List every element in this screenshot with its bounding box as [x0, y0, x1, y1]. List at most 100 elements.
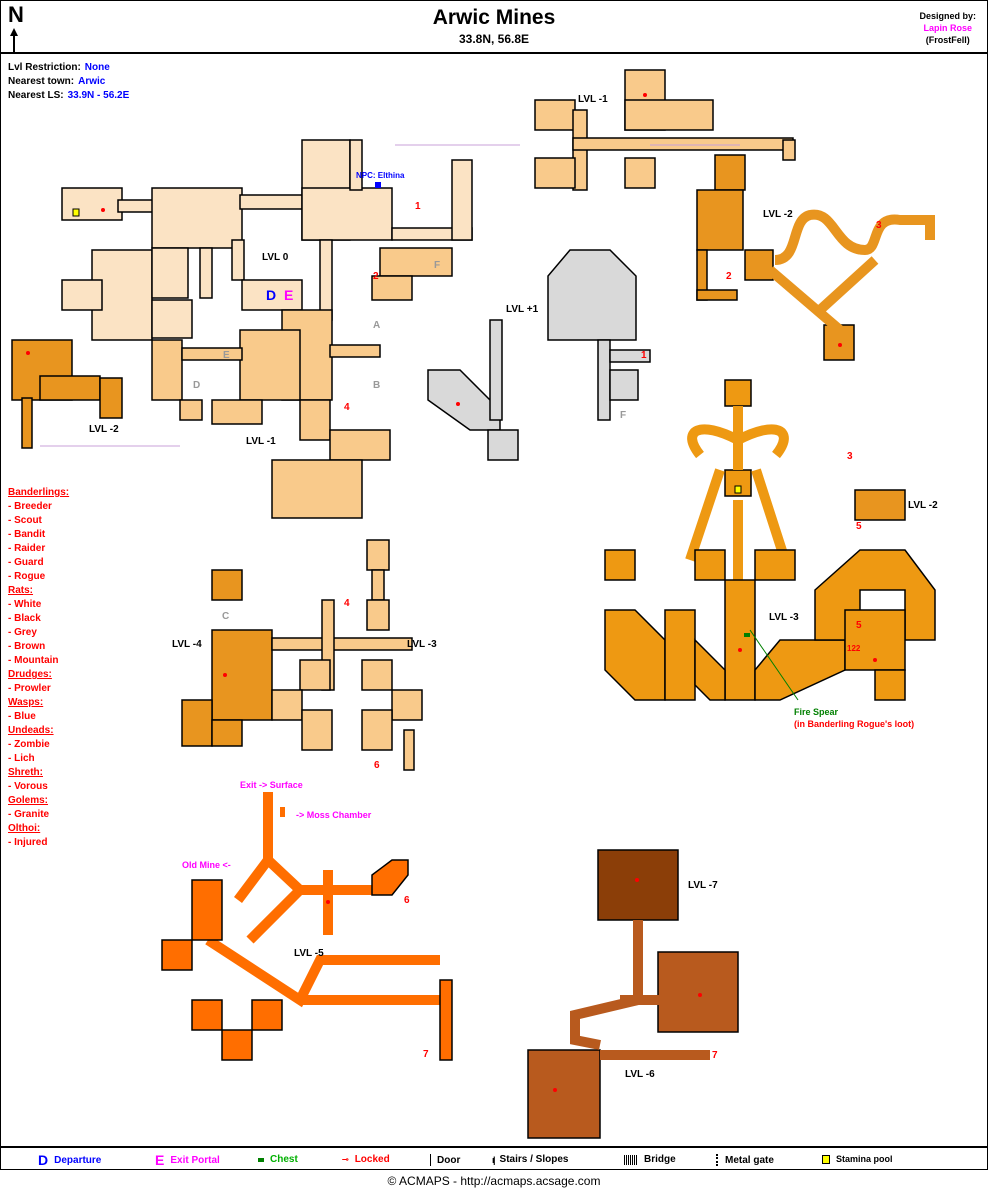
link-number: 1 [415, 201, 421, 212]
legend-label: Bridge [644, 1154, 676, 1165]
north-indicator: N [8, 2, 24, 60]
server-name: (FrostFell) [925, 35, 970, 45]
monster-category: Olthoi: [8, 823, 41, 834]
old-mine-label: Old Mine <- [182, 860, 231, 870]
level-link-arrows [40, 144, 740, 447]
lvl-m1-top-rooms [534, 69, 796, 191]
link-number: 4 [344, 598, 350, 609]
lvl-restriction-label: Lvl Restriction: [8, 62, 81, 73]
monster-item: - Breeder [8, 501, 52, 512]
legend-label: Departure [54, 1154, 102, 1166]
monster-spawn-dots [26, 93, 877, 1092]
key-icon: ⊸ [342, 1155, 349, 1164]
monster-item: - Brown [8, 641, 46, 652]
stamina-pool-icon [822, 1154, 830, 1164]
lvl-m1-left-rooms [151, 247, 453, 519]
legend-label: Metal gate [725, 1154, 774, 1166]
stamina-pool-icon [72, 208, 80, 217]
monster-item: - Blue [8, 711, 36, 722]
legend-locked: ⊸ Locked [342, 1154, 390, 1165]
lvl-m5-rooms [161, 792, 453, 1061]
monster-category: Banderlings: [8, 487, 70, 498]
stamina-pool-icon [734, 485, 742, 494]
level-label: LVL -2 [763, 209, 793, 220]
monster-category: Drudges: [8, 669, 52, 680]
level-label: LVL -1 [246, 436, 276, 447]
link-marker-c: C [222, 611, 229, 622]
level-label: LVL -5 [294, 948, 324, 959]
lvl-p1-rooms [427, 249, 651, 461]
lock-code: 122 [847, 644, 861, 653]
level-label: LVL -4 [172, 639, 202, 650]
lvl-m3-mid-rooms [271, 539, 423, 771]
legend-label: Stairs / Slopes [499, 1154, 569, 1165]
monster-item: - Rogue [8, 571, 46, 582]
moss-chamber-label: -> Moss Chamber [296, 810, 372, 820]
monster-item: - Injured [8, 837, 48, 848]
monster-category: Wasps: [8, 697, 44, 708]
monster-item: - Bandit [8, 529, 46, 540]
designed-by-label: Designed by: [919, 11, 976, 21]
monster-item: - Grey [8, 627, 37, 638]
legend-label: Stamina pool [836, 1154, 893, 1164]
link-number: 5 [856, 620, 862, 631]
nearest-ls-label: Nearest LS: [8, 90, 64, 101]
monster-category: Rats: [8, 585, 34, 596]
link-number: 2 [726, 271, 732, 282]
link-number: 7 [423, 1049, 429, 1060]
link-number: 5 [856, 521, 862, 532]
exit-portal-marker: E [284, 287, 293, 303]
monster-item: - White [8, 599, 42, 610]
departure-symbol: D [38, 1152, 49, 1168]
departure-marker: D [266, 287, 276, 303]
link-marker-d: D [193, 380, 200, 391]
legend-chest: Chest [258, 1154, 298, 1165]
north-arrow-icon [10, 28, 18, 52]
level-label: LVL +1 [506, 304, 539, 315]
level-label: LVL 0 [262, 252, 289, 263]
lvl-m2-right-rooms [11, 154, 935, 521]
legend-label: Exit Portal [170, 1154, 220, 1166]
npc-label: NPC: Elthina [356, 171, 405, 180]
page-title: Arwic Mines [432, 6, 556, 29]
north-label: N [8, 2, 24, 27]
nearest-town-label: Nearest town: [8, 76, 75, 87]
level-label: LVL -6 [625, 1069, 655, 1080]
lvl-m6-m7-rooms [527, 849, 739, 1139]
nearest-town: Nearest town:Arwic [8, 76, 105, 87]
monster-item: - Mountain [8, 655, 59, 666]
level-label: LVL -3 [407, 639, 437, 650]
link-number: 3 [876, 220, 882, 231]
lvl-m4-rooms [181, 569, 273, 747]
link-number: 4 [344, 402, 350, 413]
monster-item: - Black [8, 613, 41, 624]
monster-category: Undeads: [8, 725, 54, 736]
fire-spear-label: Fire Spear [794, 707, 839, 717]
monster-item: - Prowler [8, 683, 51, 694]
link-number: 6 [374, 760, 380, 771]
nearest-ls-value: 33.9N - 56.2E [67, 90, 130, 101]
level-label: LVL -3 [769, 612, 799, 623]
level-label: LVL -1 [578, 94, 608, 105]
door-icon [430, 1154, 431, 1166]
legend-label: Chest [270, 1154, 298, 1165]
link-marker-f: F [434, 260, 440, 271]
metal-gate-icon [716, 1154, 719, 1166]
legend-label: Locked [354, 1154, 390, 1165]
monster-item: - Zombie [8, 739, 50, 750]
link-number: 2 [373, 271, 379, 282]
lvl0-rooms [61, 139, 473, 341]
legend-divider [0, 1146, 988, 1148]
nearest-town-value: Arwic [78, 76, 106, 87]
level-label: LVL -2 [908, 500, 938, 511]
monster-category: Shreth: [8, 767, 43, 778]
header-divider [0, 52, 988, 54]
link-number: 7 [712, 1050, 718, 1061]
link-number: 1 [641, 350, 647, 361]
bridge-icon [624, 1154, 638, 1165]
designer-name: Lapin Rose [923, 23, 972, 33]
link-marker-a: A [373, 320, 380, 331]
footer-credit: © ACMAPS - http://acmaps.acsage.com [387, 1174, 601, 1188]
lvl-m3-rooms [604, 379, 936, 701]
